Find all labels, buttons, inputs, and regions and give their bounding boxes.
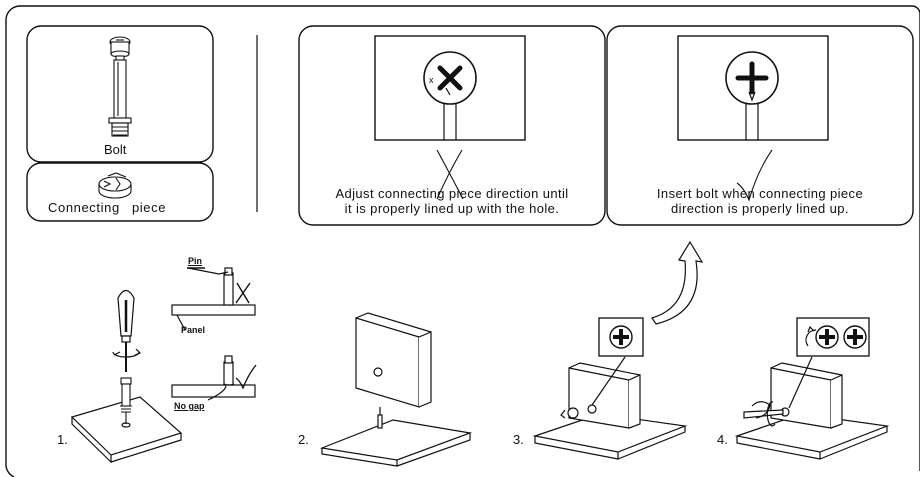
- step1-number: 1.: [57, 432, 68, 447]
- bolt-label: Bolt: [104, 142, 127, 157]
- cam-lock-icon: [98, 172, 132, 199]
- step2-number: 2.: [298, 432, 309, 447]
- panel-correct: [606, 25, 914, 226]
- incorrect-mark-icon: [436, 149, 464, 200]
- pin-correct-mark-icon: [235, 364, 257, 390]
- connecting-piece-box: [26, 162, 214, 222]
- panel-incorrect: [298, 25, 606, 226]
- step3-assembly: [532, 317, 688, 460]
- step4-number: 4.: [717, 432, 728, 447]
- connecting-piece-label: Connecting piece: [48, 200, 167, 215]
- step1-bolt: [120, 377, 132, 424]
- cross-slot-icon: [437, 65, 463, 91]
- panel-label: Panel: [181, 325, 206, 335]
- bolt-box: [26, 25, 214, 163]
- screwdriver-icon: [112, 289, 142, 372]
- pin-incorrect-mark-icon: [235, 282, 251, 304]
- panel-incorrect-window: [374, 35, 526, 141]
- step1-board: [70, 396, 183, 464]
- bolt-icon: [108, 36, 132, 137]
- curved-arrow-icon: [651, 240, 704, 325]
- step3-number: 3.: [513, 432, 524, 447]
- svg-text:x: x: [429, 75, 434, 85]
- plus-slot-icon: [735, 61, 769, 95]
- correct-mark-icon: [736, 149, 773, 202]
- pin-detail-incorrect: [171, 267, 256, 331]
- panel-correct-window: [677, 35, 829, 141]
- no-gap-label: No gap: [174, 401, 205, 411]
- panel-incorrect-caption: Adjust connecting piece direction until …: [335, 186, 569, 216]
- panel-correct-caption: Insert bolt when connecting piece direct…: [656, 186, 864, 216]
- pin-detail-correct: [171, 355, 257, 401]
- step4-assembly: [734, 317, 890, 460]
- step2-assembly: [319, 312, 473, 467]
- pin-label: Pin: [188, 256, 203, 266]
